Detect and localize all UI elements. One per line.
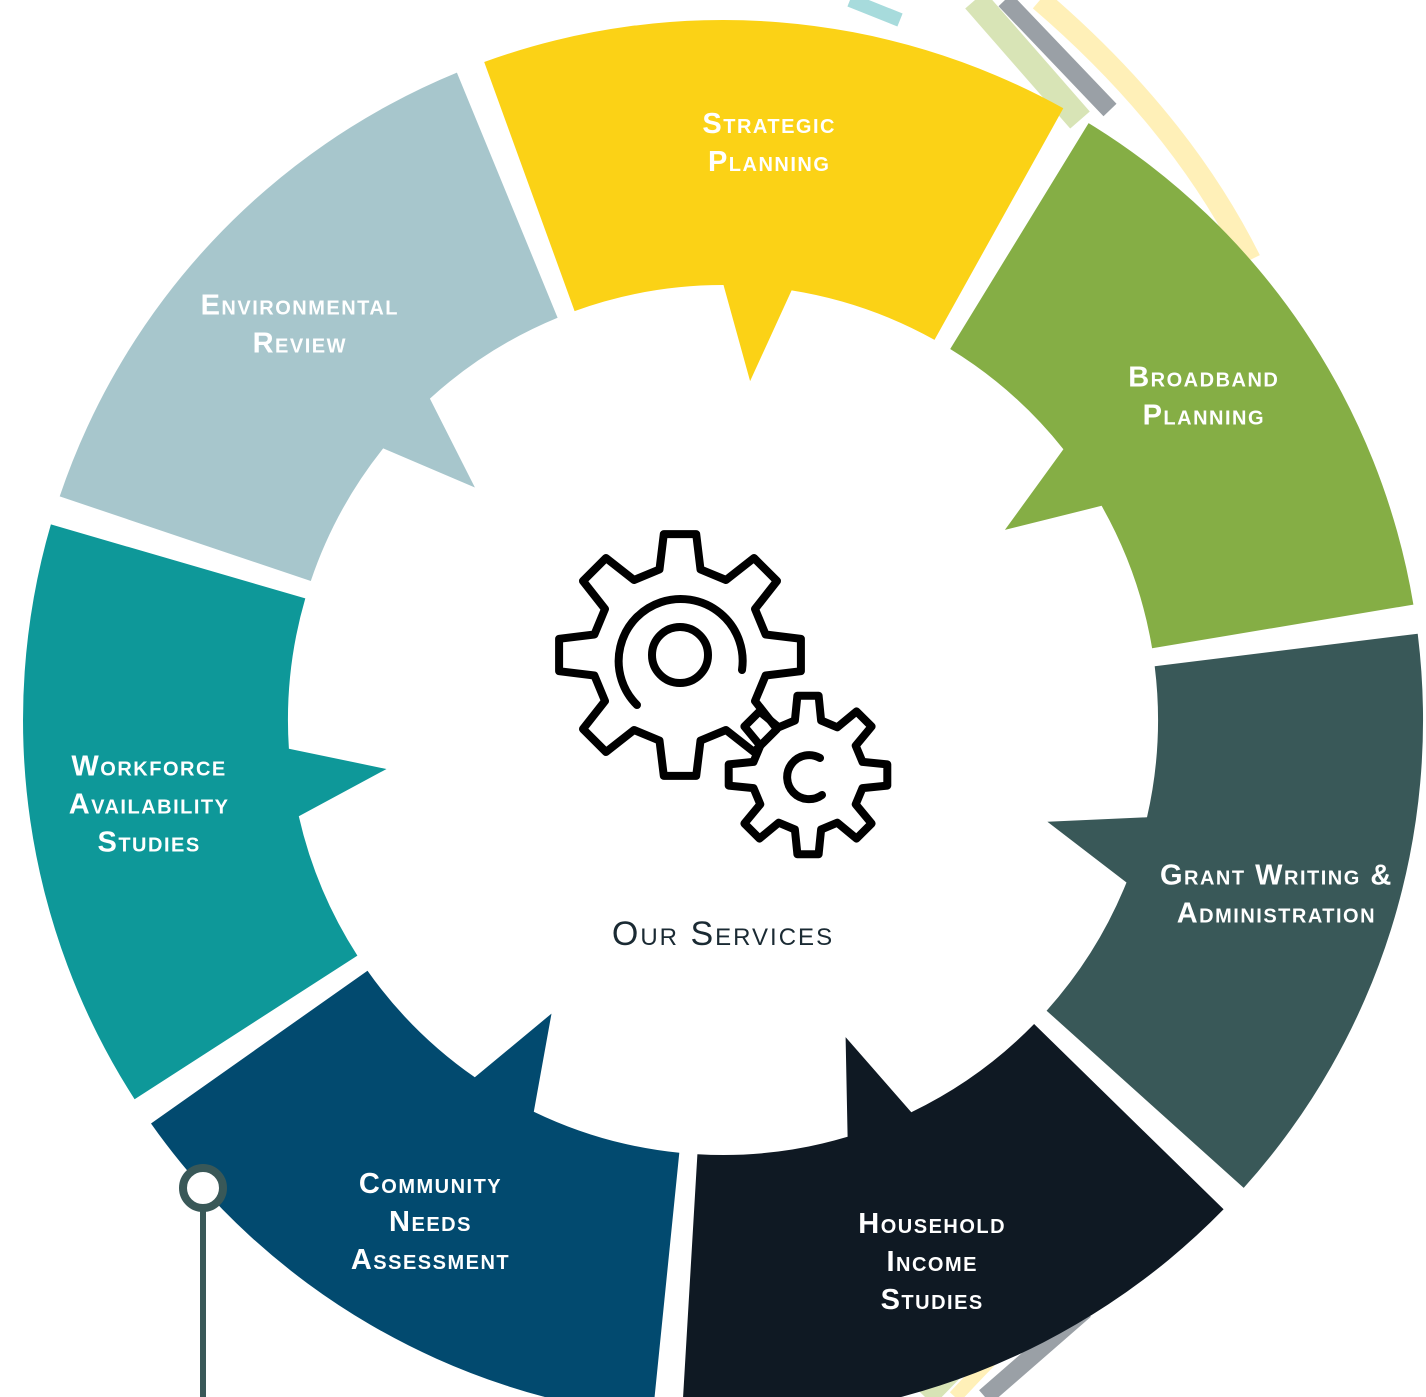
- large-gear-ring: [614, 595, 747, 709]
- segment-label-line: Assessment: [351, 1244, 510, 1276]
- segment-label-line: Administration: [1177, 898, 1376, 930]
- connector-node: [179, 1164, 227, 1212]
- segment-label-grant: Grant Writing & Administration: [1160, 860, 1393, 930]
- large-gear-hub: [648, 623, 712, 687]
- decorative-stripes-top: [847, 0, 1260, 265]
- segment-label-line: Environmental: [201, 289, 399, 321]
- segment-grant: [1046, 633, 1424, 1188]
- segment-label-line: Community: [359, 1168, 502, 1200]
- segment-label-line: Needs: [389, 1206, 472, 1238]
- segment-label-line: Grant Writing &: [1160, 860, 1393, 892]
- segment-label-line: Workforce: [71, 751, 226, 783]
- center-title: Our Services: [612, 915, 834, 953]
- segment-label-line: Strategic: [702, 108, 836, 140]
- large-gear-outline: [555, 530, 805, 780]
- segment-label-line: Planning: [708, 146, 830, 178]
- segment-label-line: Planning: [1143, 400, 1265, 432]
- small-gear-outline: [724, 691, 892, 859]
- segment-label-line: Broadband: [1128, 362, 1279, 394]
- segment-workforce: [23, 524, 387, 1100]
- gears-icon: [555, 530, 892, 859]
- segment-environmental: [59, 72, 558, 581]
- segment-broadband: [950, 123, 1414, 649]
- connector-line: [179, 1164, 227, 1397]
- segment-label-line: Studies: [881, 1284, 984, 1316]
- segment-label-line: Availability: [69, 789, 230, 821]
- segment-strategic: [484, 20, 1064, 382]
- segment-community: [151, 970, 680, 1397]
- segment-label-line: Income: [886, 1246, 978, 1278]
- segment-label-line: Review: [253, 327, 347, 359]
- segment-household: [683, 1024, 1224, 1397]
- segment-group: [23, 20, 1424, 1397]
- segment-label-line: Studies: [98, 827, 201, 859]
- small-gear-hub: [783, 751, 826, 804]
- segment-label-line: Household: [858, 1208, 1006, 1240]
